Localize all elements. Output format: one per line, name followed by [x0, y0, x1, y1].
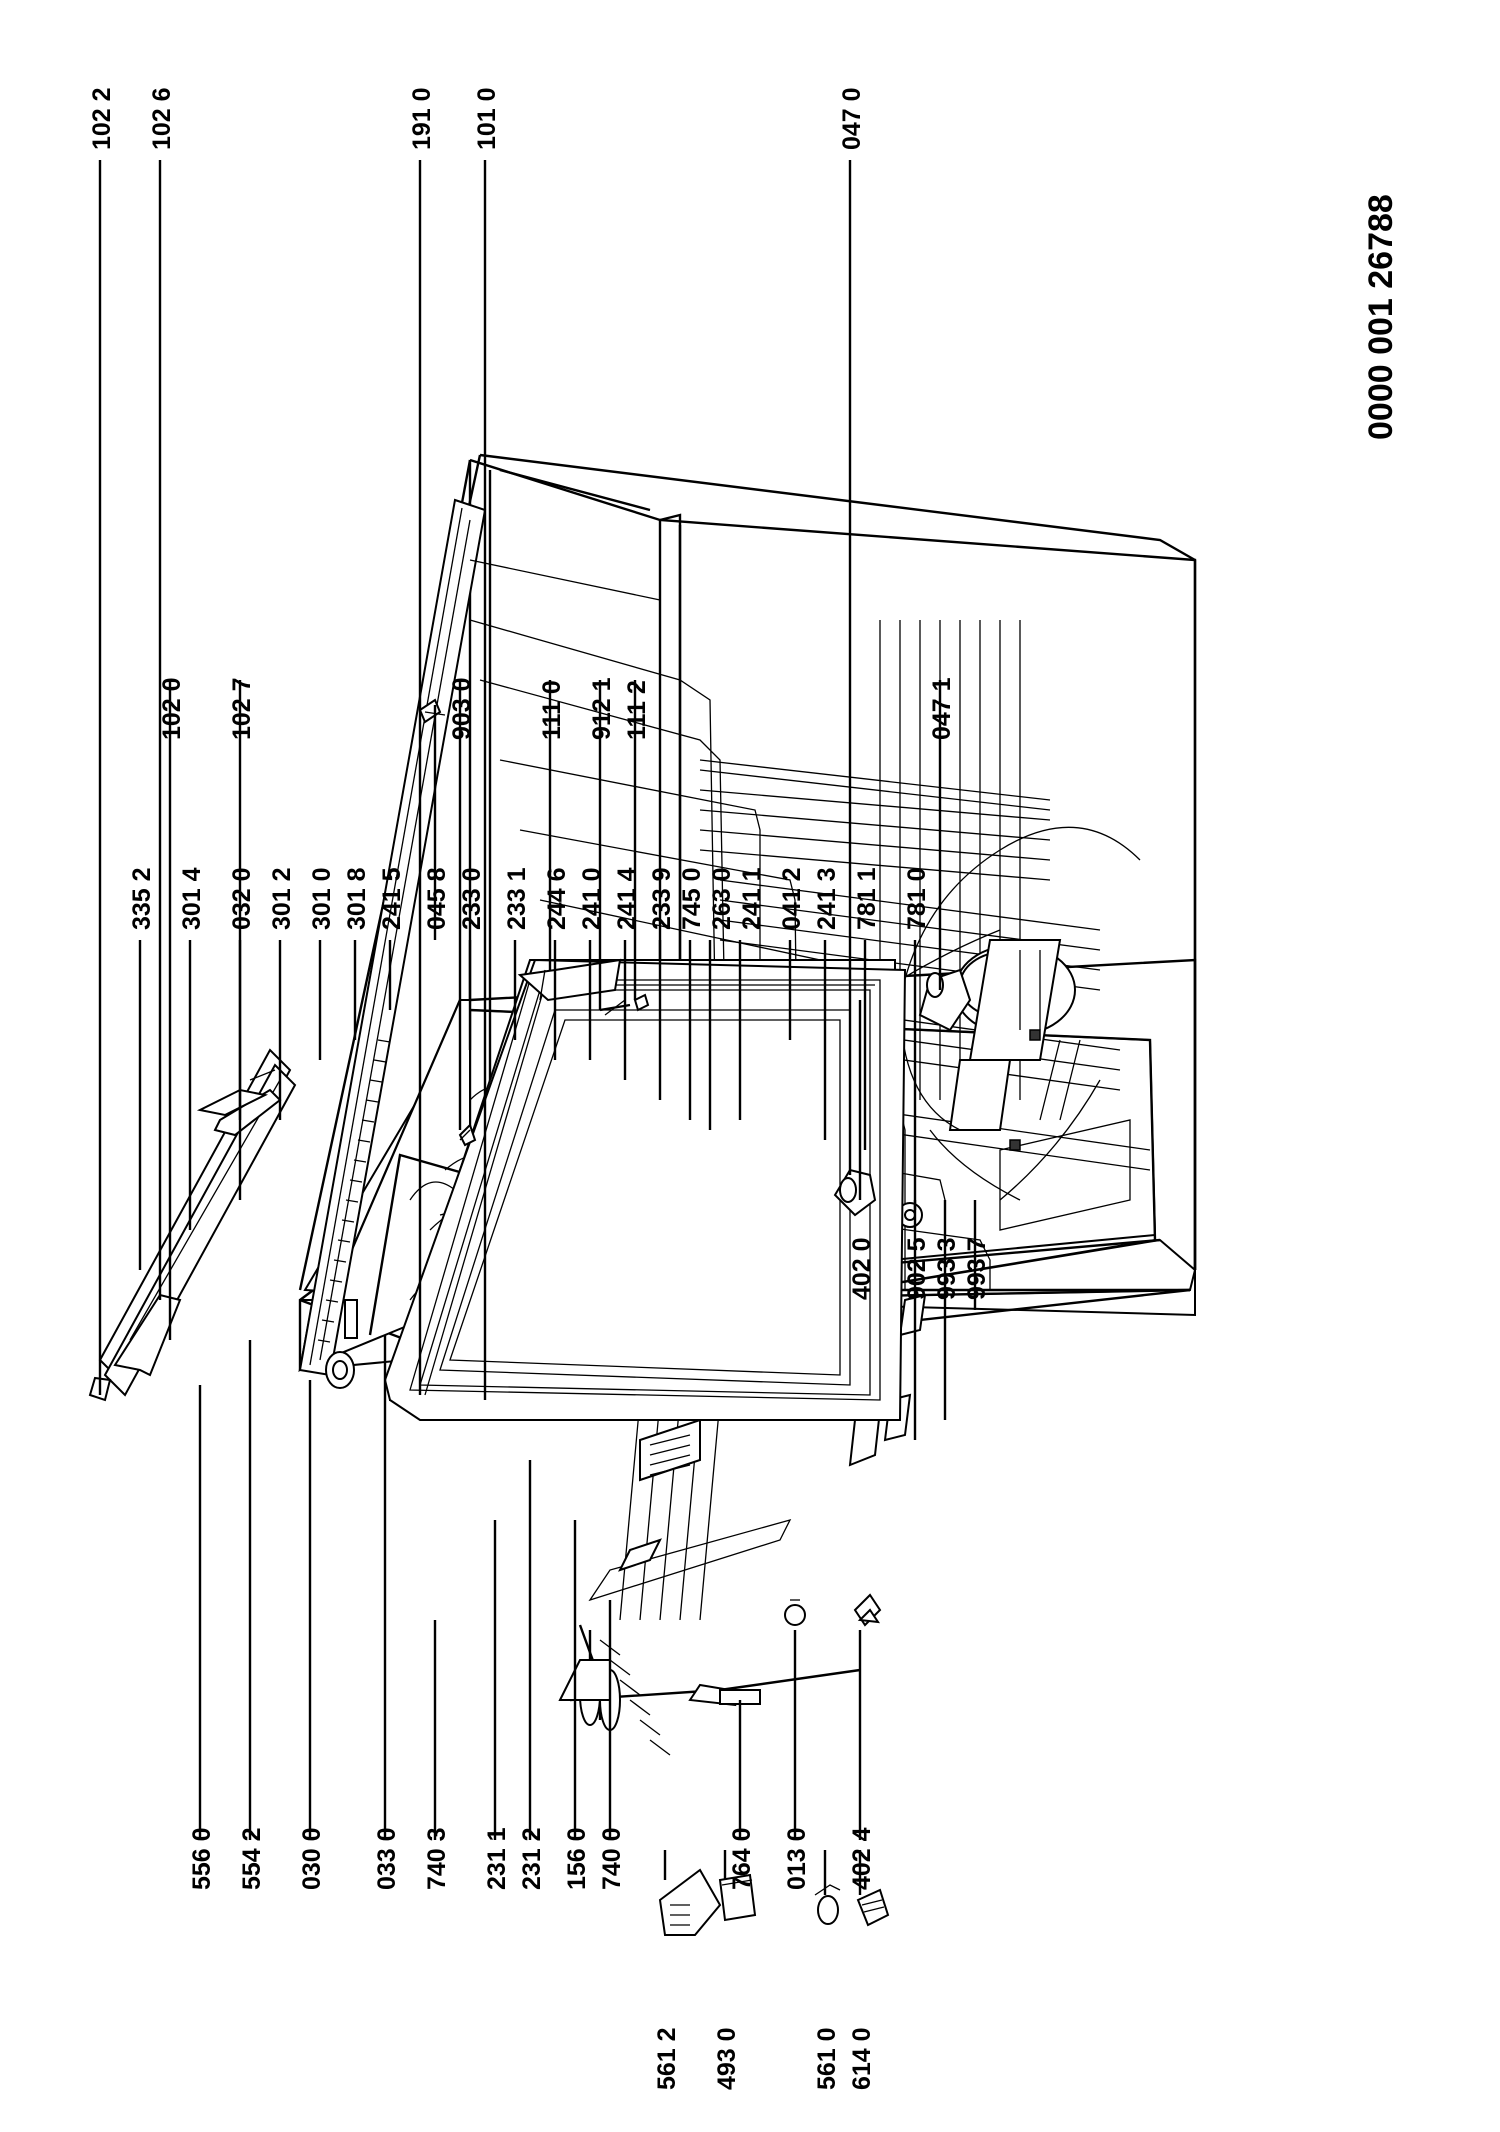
document-id: 0000 001 26788 — [1362, 194, 1400, 440]
label-102-2: 102 2 — [88, 87, 116, 150]
label-111-0: 111 0 — [538, 680, 566, 740]
label-241-1: 241 1 — [738, 867, 766, 930]
label-561-0: 561 0 — [813, 2027, 841, 2090]
label-033-0: 033 0 — [373, 1827, 401, 1890]
label-101-0: 101 0 — [473, 87, 501, 150]
label-030-0: 030 0 — [298, 1827, 326, 1890]
label-231-1: 231 1 — [483, 1827, 511, 1890]
label-013-0: 013 0 — [783, 1827, 811, 1890]
label-556-0: 556 0 — [188, 1827, 216, 1890]
label-032-0: 032 0 — [228, 867, 256, 930]
label-047-1: 047 1 — [928, 677, 956, 740]
label-102-6: 102 6 — [148, 87, 176, 150]
label-781-1: 781 1 — [853, 867, 881, 930]
label-244-6: 244 6 — [543, 867, 571, 930]
label-745-0: 745 0 — [678, 867, 706, 930]
label-301-2: 301 2 — [268, 867, 296, 930]
part-labels: 556 0 554 2 030 0 033 0 740 3 231 1 231 … — [88, 87, 1400, 2090]
label-041-2: 041 2 — [778, 867, 806, 930]
accessory-parts — [658, 1868, 890, 1936]
label-402-4: 402 4 — [848, 1827, 876, 1890]
label-301-8: 301 8 — [343, 867, 371, 930]
label-102-7: 102 7 — [228, 677, 256, 740]
label-301-4: 301 4 — [178, 867, 206, 930]
indicator-lamp — [344, 1299, 358, 1339]
label-781-0: 781 0 — [903, 867, 931, 930]
label-402-0: 402 0 — [848, 1237, 876, 1300]
label-233-0: 233 0 — [458, 867, 486, 930]
label-241-3: 241 3 — [813, 867, 841, 930]
label-903-0: 903 0 — [448, 677, 476, 740]
label-740-3: 740 3 — [423, 1827, 451, 1890]
label-045-8: 045 8 — [423, 867, 451, 930]
label-554-2: 554 2 — [238, 1827, 266, 1890]
label-335-2: 335 2 — [128, 867, 156, 930]
label-241-5: 241 5 — [378, 867, 406, 930]
label-561-2: 561 2 — [653, 2027, 681, 2090]
label-263-0: 263 0 — [708, 867, 736, 930]
label-241-0: 241 0 — [578, 867, 606, 930]
label-740-0: 740 0 — [598, 1827, 626, 1890]
label-614-0: 614 0 — [848, 2027, 876, 2090]
leader-lines — [98, 160, 977, 1895]
label-493-0: 493 0 — [713, 2027, 741, 2090]
label-241-4: 241 4 — [613, 867, 641, 930]
compressor — [899, 826, 1141, 1201]
label-102-0: 102 0 — [158, 677, 186, 740]
label-191-0: 191 0 — [408, 87, 436, 150]
label-233-9: 233 9 — [648, 867, 676, 930]
label-902-5: 902 5 — [903, 1237, 931, 1300]
label-047-0: 047 0 — [838, 87, 866, 150]
label-912-1: 912 1 — [588, 677, 616, 740]
label-233-1: 233 1 — [503, 867, 531, 930]
control-panel-vents — [317, 1039, 391, 1343]
door-drawing — [88, 958, 972, 1421]
label-764-0: 764 0 — [728, 1827, 756, 1890]
label-993-3: 993 3 — [933, 1237, 961, 1300]
label-993-7: 993 7 — [963, 1237, 991, 1300]
label-301-0: 301 0 — [308, 867, 336, 930]
label-111-2: 111 2 — [623, 680, 651, 740]
label-156-0: 156 0 — [563, 1827, 591, 1890]
label-231-2: 231 2 — [518, 1827, 546, 1890]
